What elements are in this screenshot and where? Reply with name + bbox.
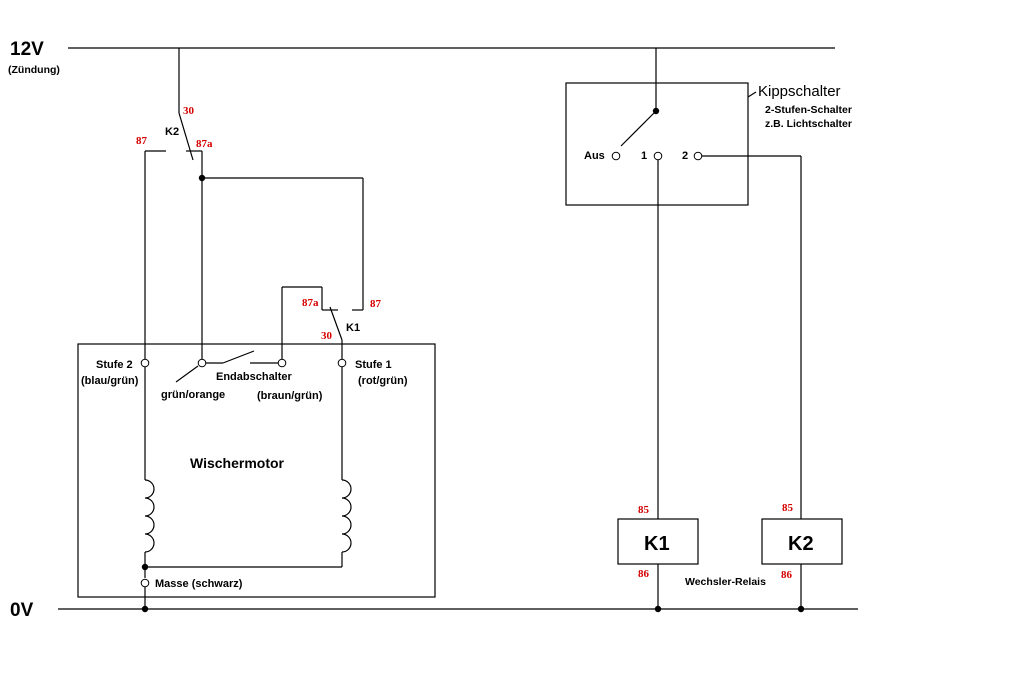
k1-pin-30: 30 — [321, 330, 333, 342]
relay-k2-label: K2 — [788, 533, 814, 555]
toggle-switch-subtitle1: 2-Stufen-Schalter — [765, 104, 852, 116]
stufe2-label: Stufe 2 — [96, 359, 133, 371]
k2-pin-87: 87 — [136, 135, 148, 147]
junction-dot — [141, 605, 149, 613]
leader-line — [175, 365, 199, 383]
k1-pin-87a: 87a — [302, 297, 319, 309]
toggle-switch-box — [565, 82, 749, 206]
toggle-pos-off: Aus — [584, 150, 605, 162]
terminal-limit-switch-2 — [277, 358, 287, 368]
toggle-pos-2: 2 — [682, 150, 688, 162]
k2-pin-30: 30 — [183, 105, 195, 117]
toggle-switch-subtitle2: z.B. Lichtschalter — [765, 118, 852, 130]
k1-pin-87: 87 — [370, 298, 382, 310]
relay-k1-label: K1 — [644, 533, 670, 555]
winding-stufe1 — [341, 479, 352, 553]
limit-switch-wire1: grün/orange — [161, 389, 225, 401]
ground-label: Masse (schwarz) — [155, 578, 243, 590]
motor-box — [77, 343, 436, 598]
k1-contact-label: K1 — [346, 322, 360, 334]
terminal-stufe1 — [337, 358, 347, 368]
junction-dot — [141, 563, 149, 571]
rail-12v-label: 12V — [10, 39, 44, 60]
stufe1-label: Stufe 1 — [355, 359, 392, 371]
winding-stufe2 — [144, 479, 155, 553]
terminal-2 — [693, 151, 703, 161]
terminal-limit-switch-1 — [197, 358, 207, 368]
relay-k2-pin-85: 85 — [782, 502, 794, 514]
stufe1-color: (rot/grün) — [358, 375, 408, 387]
terminal-1 — [653, 151, 663, 161]
relay-type-label: Wechsler-Relais — [685, 576, 766, 588]
toggle-switch-title: Kippschalter — [758, 83, 841, 100]
limit-switch-label: Endabschalter — [216, 371, 293, 383]
k2-contact — [144, 48, 364, 363]
rail-0v-label: 0V — [10, 600, 34, 621]
relay-k1-pin-85: 85 — [638, 504, 650, 516]
limit-switch-arm — [222, 350, 255, 364]
leader-line — [747, 91, 757, 98]
terminal-aus — [611, 151, 621, 161]
terminal-ground — [140, 578, 150, 588]
junction-dot — [654, 605, 662, 613]
relay-k1-pin-86: 86 — [638, 568, 650, 580]
rail-12v-sublabel: (Zündung) — [8, 64, 60, 76]
k2-contact-label: K2 — [165, 126, 179, 138]
k1-contact-arm — [329, 306, 343, 341]
limit-switch-wire2: (braun/grün) — [257, 390, 323, 402]
k2-contact-arm — [178, 112, 194, 161]
k2-pin-87a: 87a — [196, 138, 213, 150]
stufe2-color: (blau/grün) — [81, 375, 139, 387]
terminal-stufe2 — [140, 358, 150, 368]
junction-dot — [797, 605, 805, 613]
toggle-switch-arm — [620, 110, 657, 147]
motor-title: Wischermotor — [190, 455, 285, 471]
toggle-pos-1: 1 — [641, 150, 647, 162]
limit-switch — [175, 350, 287, 383]
relay-k2-pin-86: 86 — [781, 569, 793, 581]
relay-k2-coil — [761, 518, 843, 565]
